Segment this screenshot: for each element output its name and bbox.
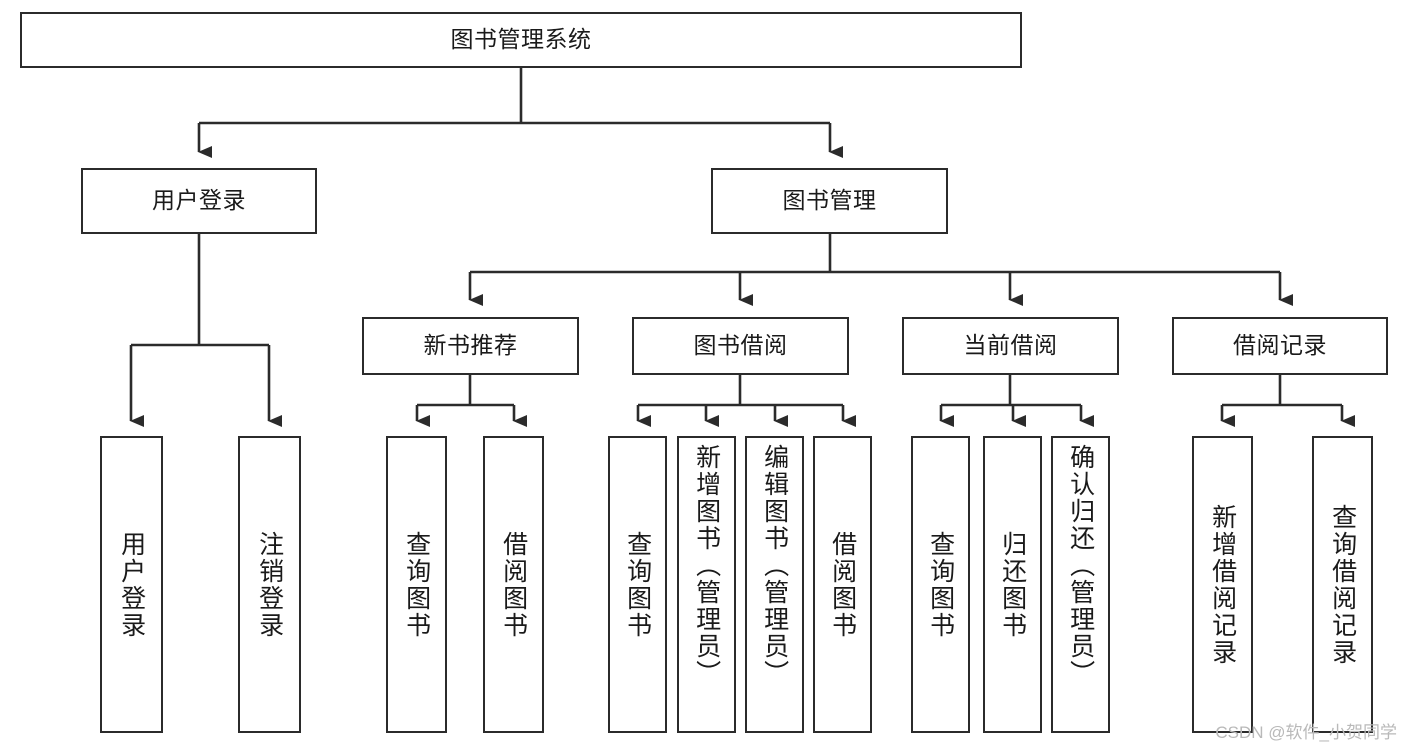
node-leaf-edit-book-label: 编辑图书（管理员） bbox=[760, 444, 789, 687]
node-leaf-query-book-1-label: 查询图书 bbox=[402, 530, 431, 639]
node-leaf-add-book-label: 新增图书（管理员） bbox=[692, 444, 721, 687]
watermark: CSDN @软件_小贺同学 bbox=[1215, 723, 1397, 742]
node-leaf-add-record-label: 新增借阅记录 bbox=[1208, 503, 1237, 666]
node-leaf-query-book-2-label: 查询图书 bbox=[623, 530, 652, 639]
node-book-borrow[interactable]: 图书借阅 bbox=[632, 317, 849, 375]
node-root-label: 图书管理系统 bbox=[450, 26, 592, 53]
node-leaf-return-book[interactable]: 归还图书 bbox=[983, 436, 1042, 733]
node-new-book-recommend[interactable]: 新书推荐 bbox=[362, 317, 579, 375]
node-user-login[interactable]: 用户登录 bbox=[81, 168, 317, 234]
node-leaf-borrow-book-2[interactable]: 借阅图书 bbox=[813, 436, 872, 733]
node-leaf-query-book-3-label: 查询图书 bbox=[926, 530, 955, 639]
node-borrow-record-label: 借阅记录 bbox=[1233, 332, 1327, 359]
node-leaf-borrow-book-1-label: 借阅图书 bbox=[499, 530, 528, 639]
node-borrow-record[interactable]: 借阅记录 bbox=[1172, 317, 1388, 375]
node-book-manage[interactable]: 图书管理 bbox=[711, 168, 948, 234]
node-leaf-query-book-2[interactable]: 查询图书 bbox=[608, 436, 667, 733]
node-leaf-user-login[interactable]: 用户登录 bbox=[100, 436, 163, 733]
node-leaf-query-record[interactable]: 查询借阅记录 bbox=[1312, 436, 1373, 733]
node-root[interactable]: 图书管理系统 bbox=[20, 12, 1022, 68]
node-leaf-logout[interactable]: 注销登录 bbox=[238, 436, 301, 733]
node-leaf-query-book-1[interactable]: 查询图书 bbox=[386, 436, 447, 733]
node-leaf-borrow-book-1[interactable]: 借阅图书 bbox=[483, 436, 544, 733]
node-book-borrow-label: 图书借阅 bbox=[693, 332, 788, 359]
node-leaf-borrow-book-2-label: 借阅图书 bbox=[828, 530, 857, 639]
node-leaf-confirm-return[interactable]: 确认归还（管理员） bbox=[1051, 436, 1110, 733]
node-leaf-query-record-label: 查询借阅记录 bbox=[1328, 503, 1357, 666]
node-leaf-confirm-return-label: 确认归还（管理员） bbox=[1066, 444, 1095, 687]
node-new-book-recommend-label: 新书推荐 bbox=[423, 332, 518, 359]
node-book-manage-label: 图书管理 bbox=[782, 187, 877, 214]
node-leaf-query-book-3[interactable]: 查询图书 bbox=[911, 436, 970, 733]
node-user-login-label: 用户登录 bbox=[152, 187, 246, 214]
node-leaf-logout-label: 注销登录 bbox=[255, 530, 284, 639]
node-leaf-add-book[interactable]: 新增图书（管理员） bbox=[677, 436, 736, 733]
node-current-borrow[interactable]: 当前借阅 bbox=[902, 317, 1119, 375]
node-current-borrow-label: 当前借阅 bbox=[963, 332, 1058, 359]
node-leaf-edit-book[interactable]: 编辑图书（管理员） bbox=[745, 436, 804, 733]
node-leaf-return-book-label: 归还图书 bbox=[998, 530, 1027, 639]
node-leaf-add-record[interactable]: 新增借阅记录 bbox=[1192, 436, 1253, 733]
node-leaf-user-login-label: 用户登录 bbox=[117, 530, 146, 639]
